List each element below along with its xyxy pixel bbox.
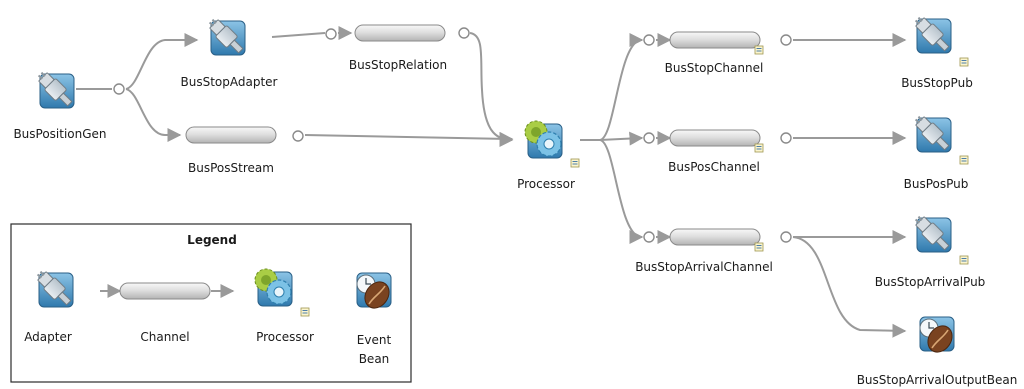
port — [113, 83, 125, 95]
processor-icon — [524, 120, 563, 159]
node-label: BusPosPub — [904, 177, 969, 191]
node-label: BusStopArrivalOutputBean — [857, 373, 1018, 387]
config-badge-icon — [959, 255, 969, 265]
config-badge-icon — [754, 143, 764, 153]
port — [458, 27, 470, 39]
port — [780, 231, 792, 243]
channel-icon — [354, 24, 446, 42]
port — [780, 34, 792, 46]
edge-busstopadapter-to-relation — [271, 32, 326, 38]
edge-relation-to-processor — [469, 32, 514, 147]
legend-event-bean-label-line1: Event — [357, 333, 392, 347]
edge-processor-to-busstoparrivalchannel — [599, 139, 644, 244]
channel-icon — [119, 282, 211, 300]
config-badge-icon — [570, 158, 580, 168]
legend-title: Legend — [187, 233, 237, 247]
node-label: BusStopAdapter — [181, 75, 278, 89]
node-processor[interactable]: Processor — [517, 120, 580, 191]
legend-channel-label: Channel — [140, 330, 189, 344]
config-badge-icon — [754, 242, 764, 252]
node-bus-pos-pub[interactable]: BusPosPub — [904, 111, 969, 191]
port — [643, 231, 655, 243]
port — [643, 132, 655, 144]
config-badge-icon — [300, 307, 310, 317]
edge-processor-to-busposchannel — [599, 131, 644, 146]
port — [643, 34, 655, 46]
channel-icon — [185, 126, 277, 144]
port — [780, 132, 792, 144]
edge-processor-to-busstopchannel — [599, 33, 644, 141]
connectors — [76, 26, 907, 338]
node-busstop-relation[interactable]: BusStopRelation — [349, 24, 447, 72]
node-label: BusPosStream — [188, 161, 274, 175]
ports — [113, 27, 792, 243]
edge-busposgen-to-busstopadapter — [125, 33, 199, 90]
channel-icon — [669, 228, 761, 246]
node-label: BusStopChannel — [665, 61, 764, 75]
legend-event-bean-label-line2: Bean — [359, 352, 390, 366]
legend-box — [10, 223, 412, 383]
adapter-icon — [910, 12, 953, 55]
processor-icon — [254, 268, 293, 307]
legend-adapter-label: Adapter — [24, 330, 72, 344]
node-label: BusStopPub — [901, 76, 973, 90]
node-busstop-pub[interactable]: BusStopPub — [901, 12, 973, 90]
node-busstop-channel[interactable]: BusStopChannel — [665, 31, 764, 75]
node-busstop-adapter[interactable]: BusStopAdapter — [181, 14, 278, 89]
channel-icon — [669, 129, 761, 147]
node-bus-pos-channel[interactable]: BusPosChannel — [668, 129, 764, 174]
node-busstop-arrival-output-bean[interactable]: BusStopArrivalOutputBean — [857, 316, 1018, 387]
edge-busposgen-to-busposstream — [125, 88, 182, 142]
node-label: BusStopArrivalPub — [875, 275, 986, 289]
adapter-icon — [204, 14, 247, 57]
node-bus-pos-stream[interactable]: BusPosStream — [185, 126, 277, 175]
node-label: BusStopRelation — [349, 58, 447, 72]
node-busstop-arrival-pub[interactable]: BusStopArrivalPub — [875, 211, 986, 289]
event-bean-icon — [356, 272, 395, 314]
edge-busstoparrivalchannel-to-bean — [792, 236, 907, 338]
legend: Legend Adapter Channel Processor Event B… — [10, 223, 412, 383]
event-bean-icon — [919, 316, 958, 358]
channel-icon — [669, 31, 761, 49]
config-badge-icon — [959, 155, 969, 165]
config-badge-icon — [754, 45, 764, 55]
adapter-icon — [33, 67, 76, 110]
node-busposition-gen[interactable]: BusPositionGen — [13, 67, 107, 141]
node-label: BusStopArrivalChannel — [635, 260, 773, 274]
adapter-icon — [910, 211, 953, 254]
port — [325, 28, 337, 40]
node-busstop-arrival-channel[interactable]: BusStopArrivalChannel — [635, 228, 773, 274]
node-label: BusPositionGen — [13, 127, 106, 141]
legend-processor-label: Processor — [256, 330, 314, 344]
port — [292, 130, 304, 142]
config-badge-icon — [959, 57, 969, 67]
edge-busposstream-to-processor — [304, 131, 514, 146]
adapter-icon — [910, 111, 953, 154]
node-label: BusPosChannel — [668, 160, 760, 174]
node-label: Processor — [517, 177, 575, 191]
